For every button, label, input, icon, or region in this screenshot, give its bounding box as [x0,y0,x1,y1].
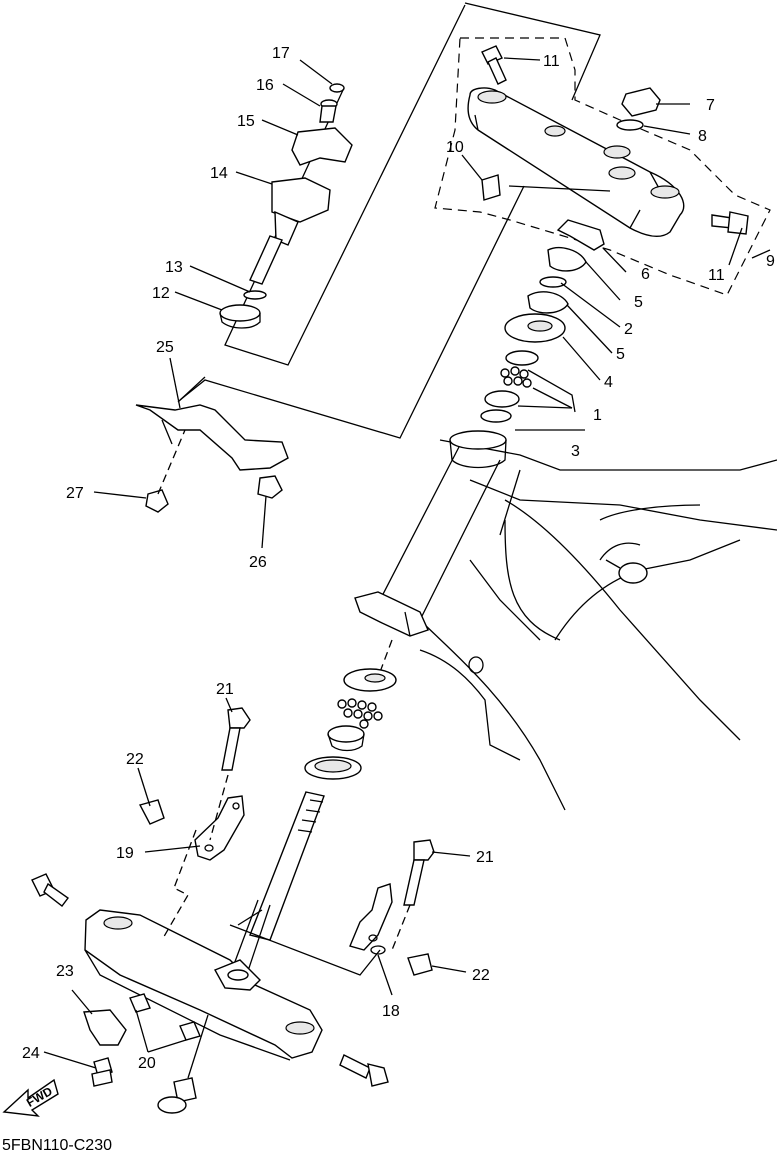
ring-nut-5a [547,246,587,272]
race-3 [480,409,512,423]
holder-23 [83,1009,127,1046]
stem-bolt-bottom [157,1014,209,1114]
hole-18 [370,945,386,955]
callout-26: 26 [249,554,267,571]
callout-22-left: 22 [126,751,144,768]
frame-head-pipe [354,430,777,811]
damper-12 [219,304,261,329]
steering-stem [229,791,325,981]
callout-4: 4 [604,374,613,391]
callout-13: 13 [165,259,183,276]
callout-8: 8 [698,128,707,145]
ball-bearings-1 [500,366,532,388]
callout-24: 24 [22,1045,40,1062]
callout-14: 14 [210,165,228,182]
cap-17 [329,83,345,93]
cable-guide-25 [135,376,289,513]
callout-10: 10 [446,139,464,156]
clamp-26 [257,475,283,499]
callout-9: 9 [766,253,775,270]
nut-22-right [407,953,433,976]
upper-bracket-group [179,2,771,439]
callout-23: 23 [56,963,74,980]
bearing-race-top [505,350,539,366]
callout-6: 6 [641,266,650,283]
bracket-18 [349,883,393,951]
ring-nut-5b [527,291,569,314]
fwd-arrow-icon: FWD [2,1078,59,1117]
callout-3: 3 [571,443,580,460]
bracket-19 [161,795,245,941]
under-bracket [84,909,381,1061]
callout-21-right: 21 [476,849,494,866]
lower-balls [337,698,383,729]
lock-washer-6 [556,219,605,251]
steering-stack [480,219,605,423]
washer-8 [616,119,644,131]
washer-13 [243,290,267,300]
bolt-21-left [209,707,251,841]
callout-21-left: 21 [216,681,234,698]
callout-11-right: 11 [708,267,725,284]
lower-race [327,725,365,752]
leader-lines [43,57,771,1069]
bolt-21-right [391,839,435,951]
nut-7 [621,87,661,117]
lower-dust-seal [304,756,362,780]
pinch-bolt-left [31,873,69,907]
nut-27 [145,489,169,513]
callout-17: 17 [272,45,290,62]
callout-labels: 1 2 3 4 5 5 6 7 8 9 10 11 11 12 13 14 15… [22,45,775,1072]
handlebar-holder-group [219,4,466,366]
washer-2 [539,276,567,288]
dust-seal-4 [504,313,566,343]
callout-12: 12 [152,285,170,302]
callout-5a: 5 [634,294,643,311]
lower-holder-14 [249,177,331,285]
callout-20: 20 [138,1055,156,1072]
collar-20b [179,1021,201,1041]
callout-22-right: 22 [472,967,490,984]
bolt-11-right [711,211,749,235]
lower-bearing-stack [304,639,397,780]
diagram-code: 5FBN110-C230 [2,1137,112,1154]
bolt-11-top [481,45,507,85]
bolt-16 [319,99,338,123]
bolt-24 [91,1057,113,1087]
callout-19: 19 [116,845,134,862]
callout-1: 1 [593,407,602,424]
lower-seal [343,668,397,692]
callout-16: 16 [256,77,274,94]
collar-20a [129,993,151,1013]
callout-27: 27 [66,485,84,502]
callout-18: 18 [382,1003,400,1020]
nut-22-left [138,799,165,825]
callout-25: 25 [156,339,174,356]
bearing-race-lower [484,390,520,408]
callout-7: 7 [706,97,715,114]
upper-holder-15 [291,127,353,166]
callout-11-top: 11 [543,53,560,70]
pinch-bolt-right [339,1054,389,1087]
callout-15: 15 [237,113,255,130]
callout-5b: 5 [616,346,625,363]
callout-2: 2 [624,321,633,338]
